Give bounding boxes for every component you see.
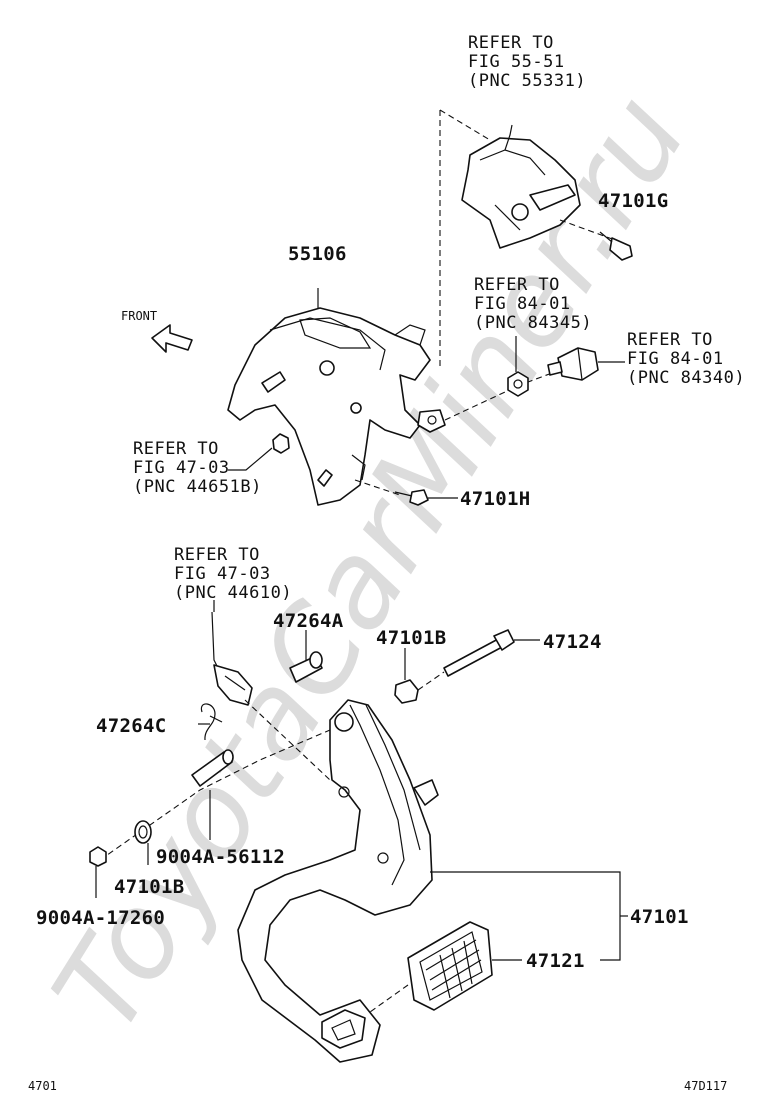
ref-55331-line3: (PNC 55331) [468,71,586,91]
bolt-47101h [354,479,458,506]
label-47124: 47124 [543,631,602,653]
label-47101h: 47101H [460,488,530,510]
stop-lamp-switch [547,347,625,381]
nut-44651b [228,433,290,471]
footer-left: 4701 [28,1079,57,1093]
ref-55331-line1: REFER TO [468,33,554,53]
brake-pedal-arm-47101 [237,699,628,1063]
bolt-47101g [559,219,633,261]
ref-84340-line1: REFER TO [627,330,713,350]
label-55106: 55106 [288,243,347,265]
label-9004a-17260: 9004A-17260 [36,907,165,929]
ref-44651b-line3: (PNC 44651B) [133,477,262,497]
label-47121: 47121 [526,950,585,972]
clip-47264c [198,703,223,741]
ref-84340-line3: (PNC 84340) [627,368,745,388]
push-rod-clevis [211,600,253,706]
pedal-pad-47121 [369,921,522,1013]
label-9004a-56112: 9004A-56112 [156,846,285,868]
label-47101g: 47101G [598,190,668,212]
label-47264c: 47264C [96,715,166,737]
ref-44610-line2: FIG 47-03 [174,564,271,584]
ref-55331-line2: FIG 55-51 [468,52,565,72]
nut-9004a-17260 [89,846,107,898]
ref-44610-line1: REFER TO [174,545,260,565]
clevis-pin-47264a [289,630,323,683]
ref-84340-line2: FIG 84-01 [627,349,724,369]
ref-44610-line3: (PNC 44610) [174,583,292,603]
upper-support-bracket [461,124,581,249]
bushing-47101b-top [394,648,419,704]
bushing-47101b-bottom [134,820,152,865]
ref-84345-line1: REFER TO [474,275,560,295]
collar-9004a-56112 [191,749,234,840]
label-47264a: 47264A [273,610,344,632]
front-arrow-icon [151,324,193,353]
front-label: FRONT [121,309,157,323]
label-47101b-bottom: 47101B [114,876,184,898]
label-47101b-top: 47101B [376,627,446,649]
ref-44651b-line2: FIG 47-03 [133,458,230,478]
ref-84345-line3: (PNC 84345) [474,313,592,333]
label-47101: 47101 [630,906,689,928]
ref-44651b-line1: REFER TO [133,439,219,459]
pedal-bracket-55106 [227,288,446,506]
footer-right: 47D117 [684,1079,727,1093]
nut-84345 [507,336,529,397]
ref-84345-line2: FIG 84-01 [474,294,571,314]
bolt-47124 [443,629,540,677]
